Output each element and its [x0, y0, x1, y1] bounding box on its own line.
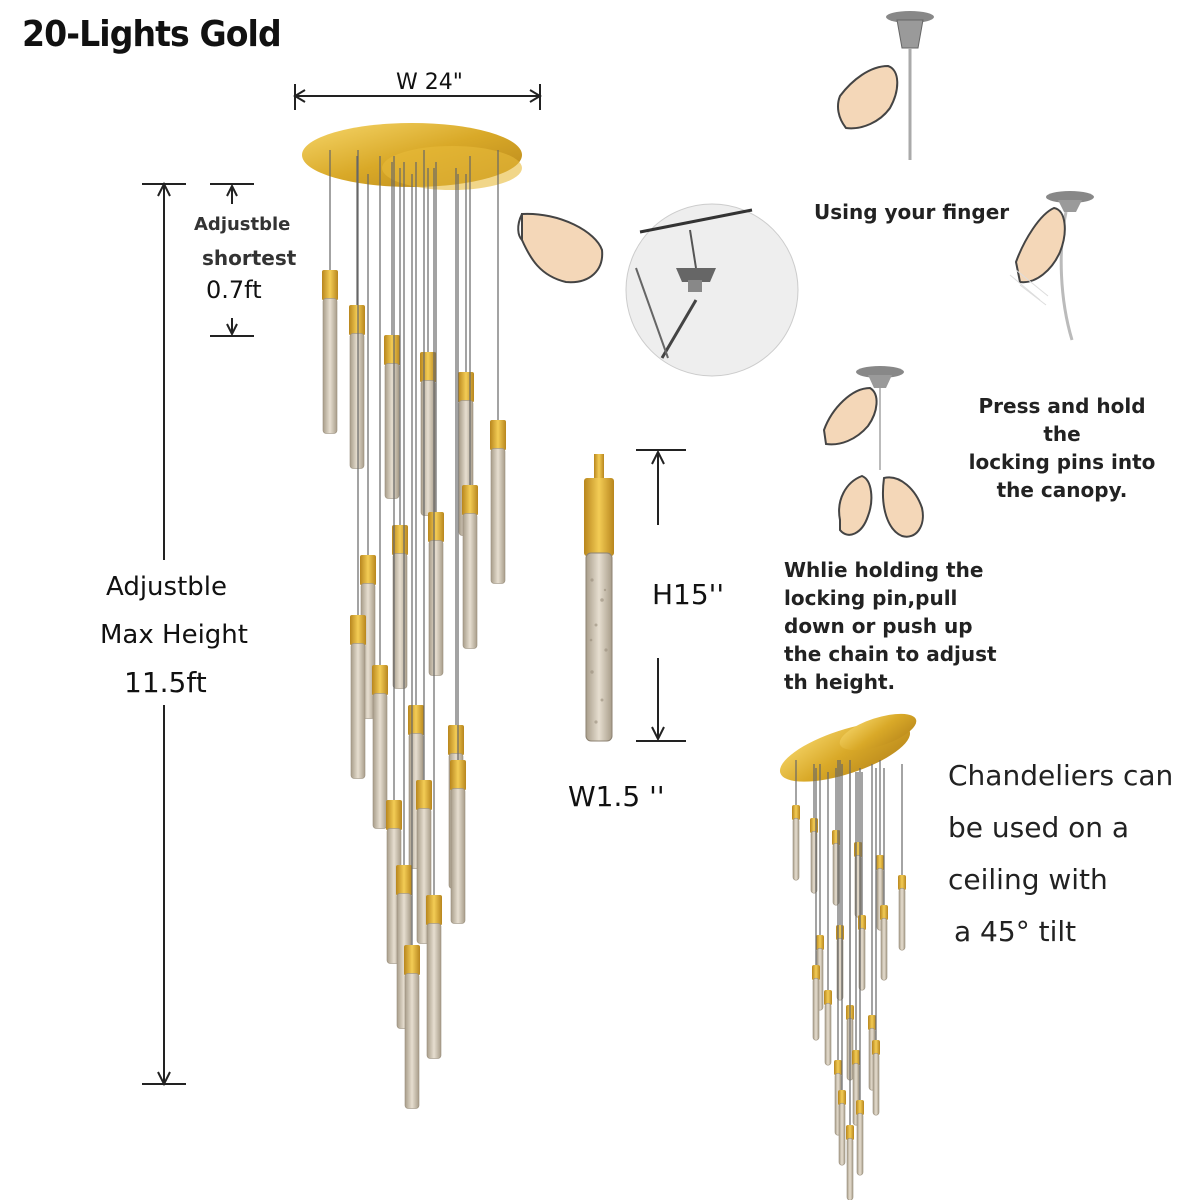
max-height-label-line1: Adjustble — [106, 572, 227, 602]
canopy-finger-step3 — [822, 366, 924, 538]
instruction-step3-line: Whlie holding the — [784, 558, 984, 582]
tilted-pendant-light — [854, 772, 862, 918]
tilted-pendant-light — [880, 768, 888, 981]
pendant-light — [450, 174, 466, 924]
tilted-pendant-light — [810, 764, 818, 894]
tilt-note-line: ceiling with — [948, 863, 1108, 896]
single-pendant-detail — [584, 454, 614, 742]
instruction-step1: Using your finger — [814, 200, 1010, 224]
tilted-pendant-light — [846, 772, 854, 1200]
tilted-pendant-light — [834, 760, 842, 1136]
pendant-light — [322, 150, 338, 434]
tilt-note: Chandeliers can be used on a ceiling wit… — [948, 750, 1173, 958]
pendant-light — [458, 174, 474, 536]
tilted-pendant-light — [876, 760, 884, 931]
tilted-pendant-light — [792, 760, 800, 881]
pendant-height-dimension-line — [636, 449, 686, 742]
tilted-pendant-light — [816, 764, 824, 1011]
pendant-light — [490, 150, 506, 584]
tilted-pendant-light — [872, 768, 880, 1116]
tilted-pendant-group — [792, 760, 906, 1200]
pendant-light — [408, 162, 424, 869]
tilted-pendant-light — [832, 768, 840, 906]
shortest-label-line1: Adjustble — [194, 214, 291, 235]
pendant-light — [372, 156, 388, 829]
tilted-pendant-light — [856, 768, 864, 1176]
tilted-pendant-light — [824, 772, 832, 1066]
instruction-step3-line: th height. — [784, 670, 896, 694]
product-title: 20-Lights Gold — [22, 14, 282, 55]
instruction-step3-line: the chain to adjust — [784, 642, 997, 666]
main-pendant-group — [322, 150, 506, 1109]
max-height-dimension-line — [142, 181, 186, 1087]
pendant-light — [462, 156, 478, 649]
tilted-pendant-light — [838, 764, 846, 1166]
instruction-step2-line: locking pins into — [968, 450, 1156, 474]
instruction-step2: Press and hold the locking pins into the… — [960, 392, 1164, 504]
width-label: W 24" — [396, 70, 463, 95]
max-height-value: 11.5ft — [124, 666, 207, 699]
width-dimension-line — [293, 84, 542, 110]
pendant-light — [349, 156, 365, 469]
pendant-light — [426, 168, 442, 1059]
instruction-step2-line: the canopy. — [996, 478, 1128, 502]
pendant-width-label: W1.5 '' — [568, 780, 665, 813]
tilted-canopy-plate — [779, 713, 917, 782]
shortest-value: 0.7ft — [206, 276, 262, 304]
shortest-label-line2: shortest — [202, 246, 297, 270]
locking-pin-zoom-circle — [625, 203, 799, 377]
instruction-step3: Whlie holding the locking pin,pull down … — [784, 556, 997, 696]
instruction-step3-line: locking pin,pull — [784, 586, 958, 610]
canopy-finger-step1 — [837, 11, 934, 160]
instruction-step2-line: Press and hold the — [978, 394, 1146, 446]
finger-icon-center — [517, 212, 604, 284]
tilt-note-line: be used on a — [948, 811, 1130, 844]
pendant-light — [384, 162, 400, 499]
tilt-note-line: a 45° tilt — [954, 915, 1077, 948]
max-height-label-line2: Max Height — [100, 620, 248, 650]
tilt-note-line: Chandeliers can — [948, 759, 1174, 792]
pendant-light — [428, 162, 444, 676]
pendant-light — [404, 174, 420, 1109]
shortest-dimension-line — [210, 183, 254, 337]
instruction-step3-line: down or push up — [784, 614, 973, 638]
pendant-light — [350, 150, 366, 779]
pendant-height-label: H15'' — [652, 578, 725, 611]
canopy-finger-step2 — [1009, 191, 1094, 341]
tilted-pendant-light — [898, 764, 906, 951]
tilted-pendant-light — [812, 768, 820, 1041]
